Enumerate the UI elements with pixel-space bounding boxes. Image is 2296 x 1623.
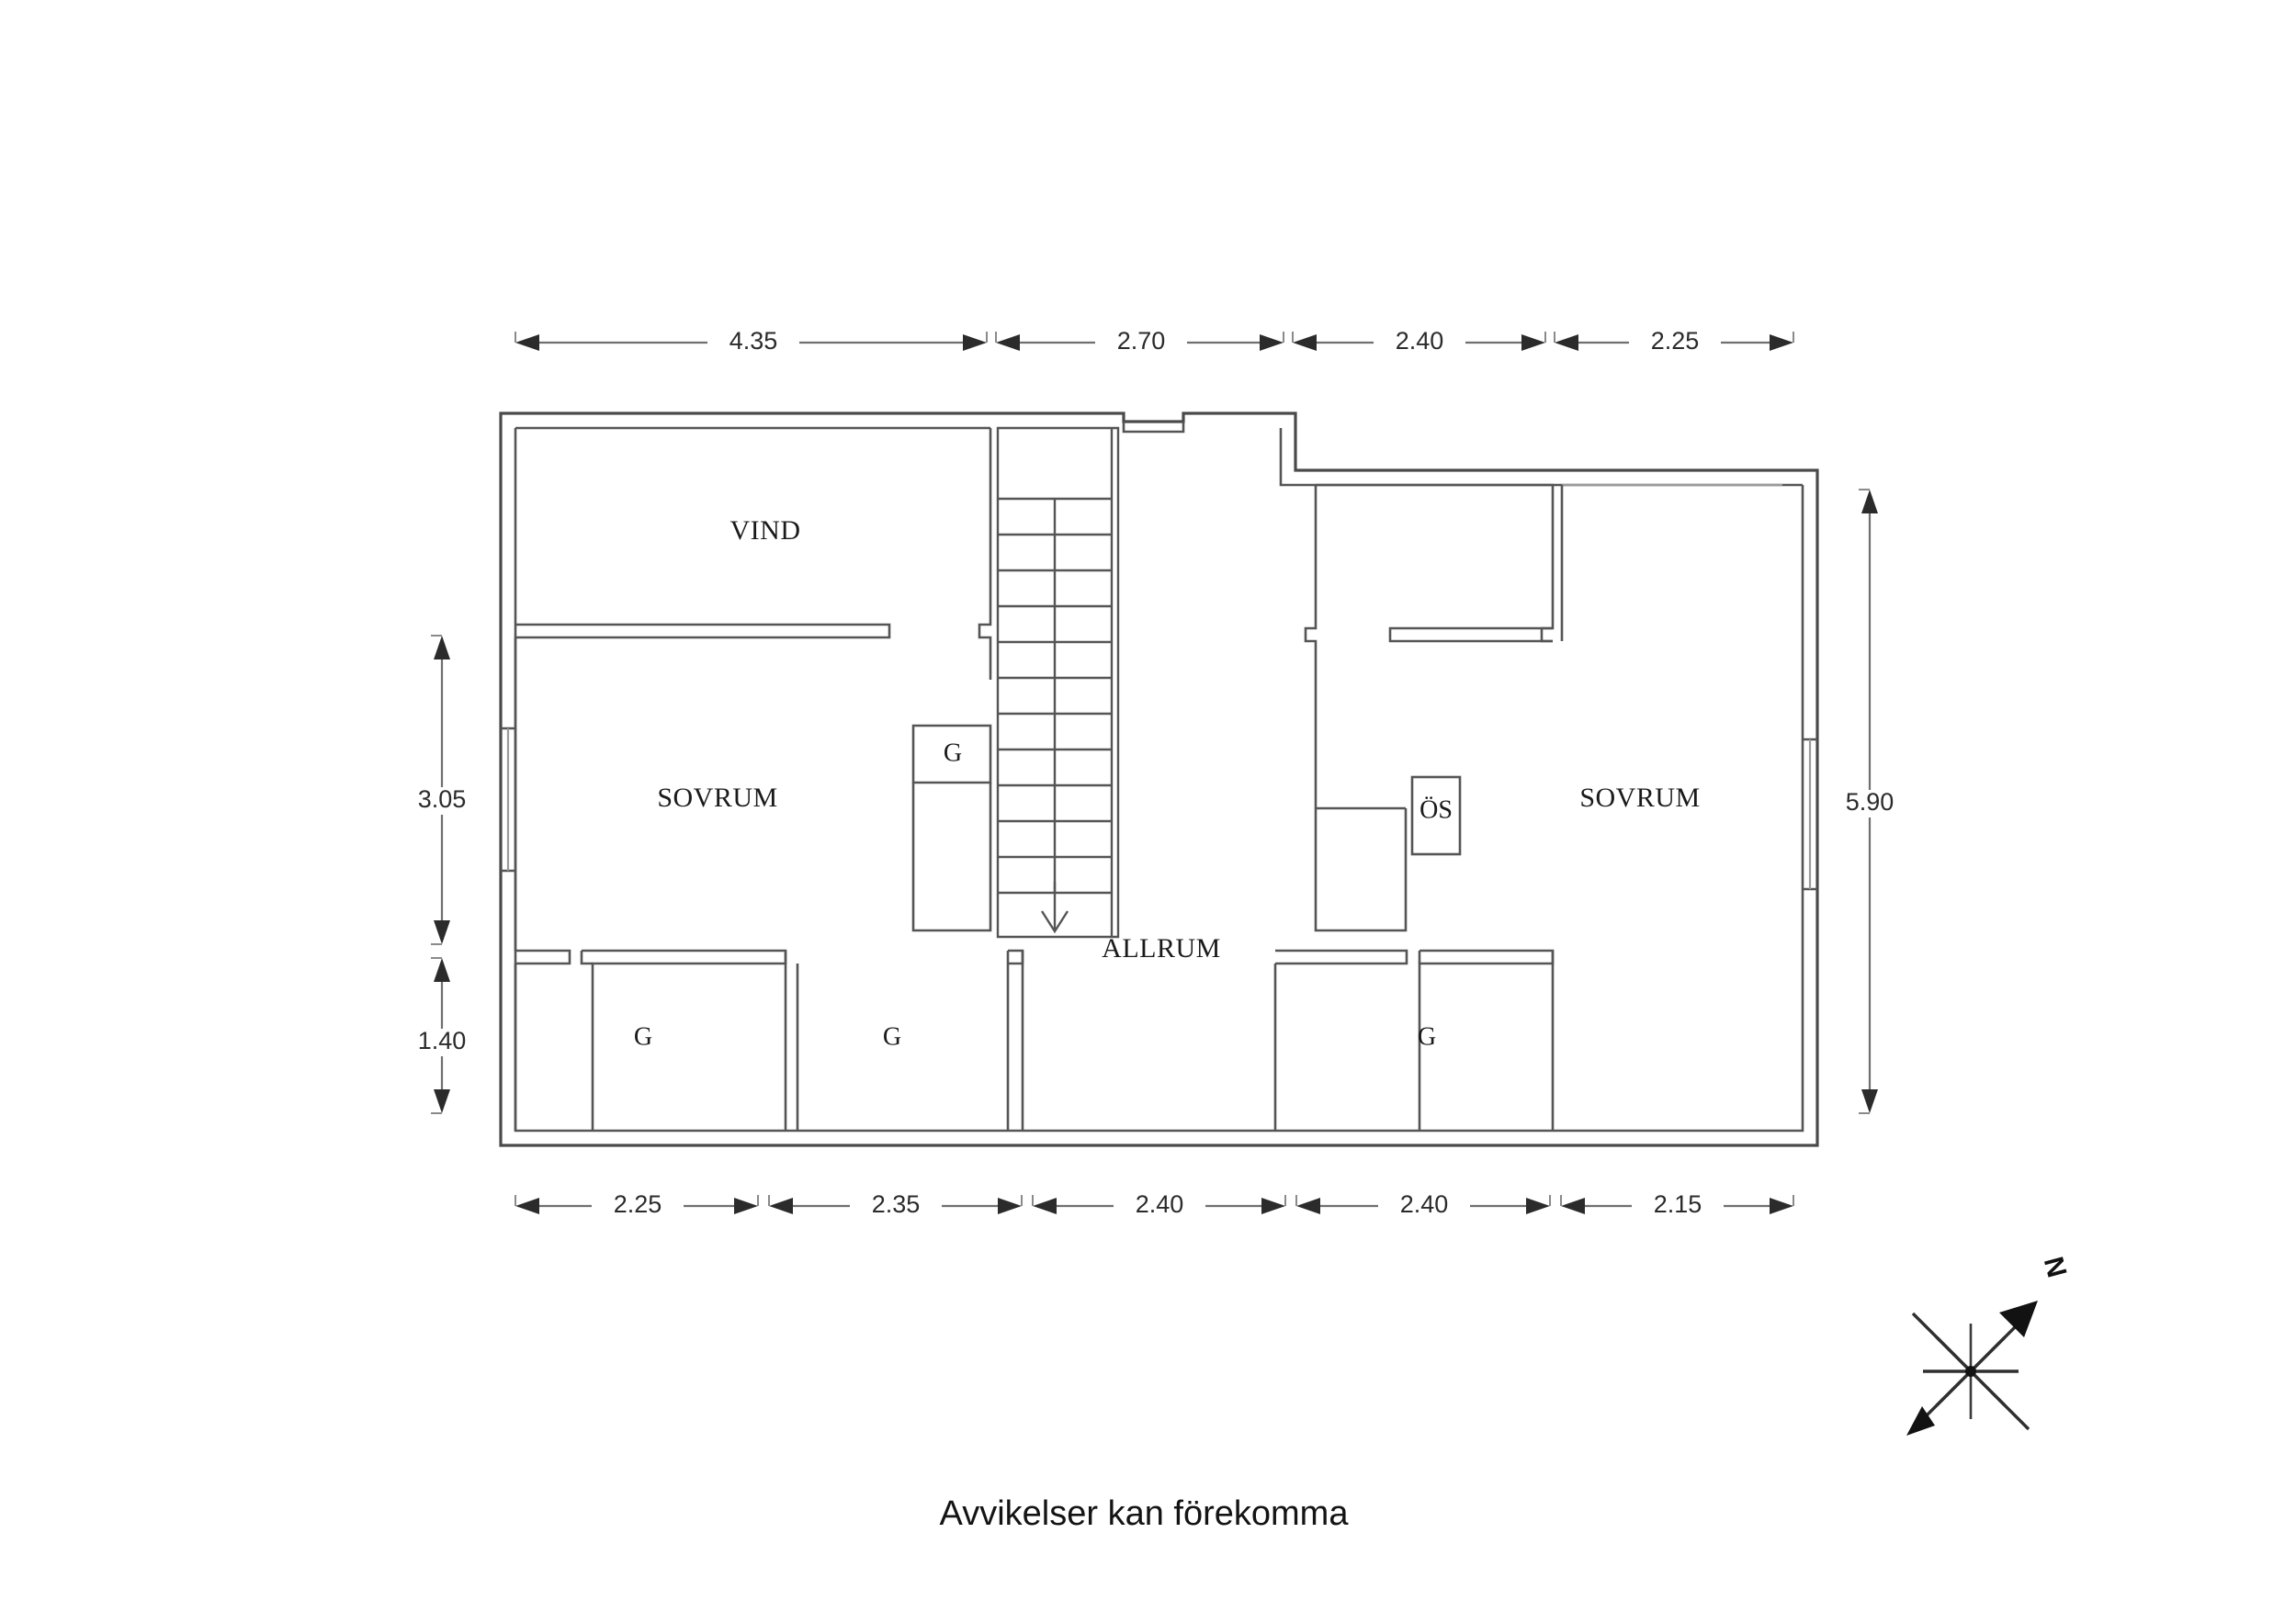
storage-label-os: ÖS [1419, 795, 1453, 824]
dimension-label-bottom-1: 2.25 [614, 1190, 662, 1218]
storage-os-box [1410, 775, 1462, 856]
dimension-bottom-5: 2.15 [1560, 1190, 1794, 1220]
dimension-label-bottom-4: 2.40 [1400, 1190, 1449, 1218]
dimension-chain-left: 3.05 1.40 [396, 635, 488, 1114]
outer-walls [499, 411, 1819, 1147]
mid-right-stub-walls [1314, 698, 1408, 932]
closet-label-bottom-3: G [1418, 1022, 1436, 1051]
room-label-allrum: ALLRUM [1102, 933, 1221, 964]
closet-stair-walls [911, 724, 992, 932]
room-vind-walls [515, 428, 992, 680]
dimension-label-top-1: 4.35 [730, 327, 778, 355]
dimension-top-3: 2.40 [1292, 327, 1546, 356]
page-caption: Avvikelser kan förekomma [940, 1494, 1350, 1533]
window-right [1803, 738, 1817, 891]
bottom-closets-walls [514, 949, 1555, 1131]
stair-direction-arrow-icon [1040, 882, 1069, 934]
dimension-chain-top: 4.35 2.70 2.40 [515, 327, 1794, 356]
room-labels: VIND SOVRUM SOVRUM ALLRUM [657, 515, 1700, 964]
closet-label-bottom-1: G [634, 1022, 652, 1051]
dimension-chain-bottom: 2.25 2.35 2.40 [515, 1190, 1794, 1220]
dimension-chain-right: 5.90 [1824, 489, 1916, 1114]
dimension-bottom-3: 2.40 [1032, 1190, 1286, 1220]
upper-right-room-walls [1304, 483, 1782, 698]
dimension-label-left-2: 1.40 [418, 1027, 467, 1054]
dimension-right-1: 5.90 [1824, 489, 1916, 1114]
room-label-sovrum-right: SOVRUM [1579, 783, 1700, 813]
staircase [996, 426, 1120, 939]
dimension-label-right-1: 5.90 [1846, 788, 1894, 816]
compass-rose-icon: N [1906, 1254, 2072, 1436]
compass-north-label: N [2038, 1254, 2072, 1280]
dimension-left-2: 1.40 [396, 957, 488, 1114]
dimension-label-bottom-5: 2.15 [1654, 1190, 1702, 1218]
dimension-label-top-4: 2.25 [1651, 327, 1700, 355]
dimension-top-2: 2.70 [995, 327, 1284, 356]
dimension-bottom-4: 2.40 [1295, 1190, 1551, 1220]
dimension-label-bottom-2: 2.35 [872, 1190, 921, 1218]
dimension-top-1: 4.35 [515, 327, 988, 356]
dimension-label-bottom-3: 2.40 [1136, 1190, 1184, 1218]
dimension-bottom-2: 2.35 [768, 1190, 1023, 1220]
closet-label-bottom-2: G [883, 1022, 901, 1051]
dimension-bottom-1: 2.25 [515, 1190, 759, 1220]
dimension-left-1: 3.05 [396, 635, 488, 945]
dimension-label-top-3: 2.40 [1396, 327, 1444, 355]
room-label-sovrum-left: SOVRUM [657, 783, 777, 813]
closet-label-stair: G [944, 738, 962, 767]
dimension-label-left-1: 3.05 [418, 785, 467, 813]
closet-labels: G G G G ÖS [634, 738, 1453, 1051]
dimension-top-4: 2.25 [1554, 327, 1794, 356]
dimension-label-top-2: 2.70 [1117, 327, 1166, 355]
window-left [501, 727, 515, 873]
room-label-vind: VIND [730, 515, 801, 546]
